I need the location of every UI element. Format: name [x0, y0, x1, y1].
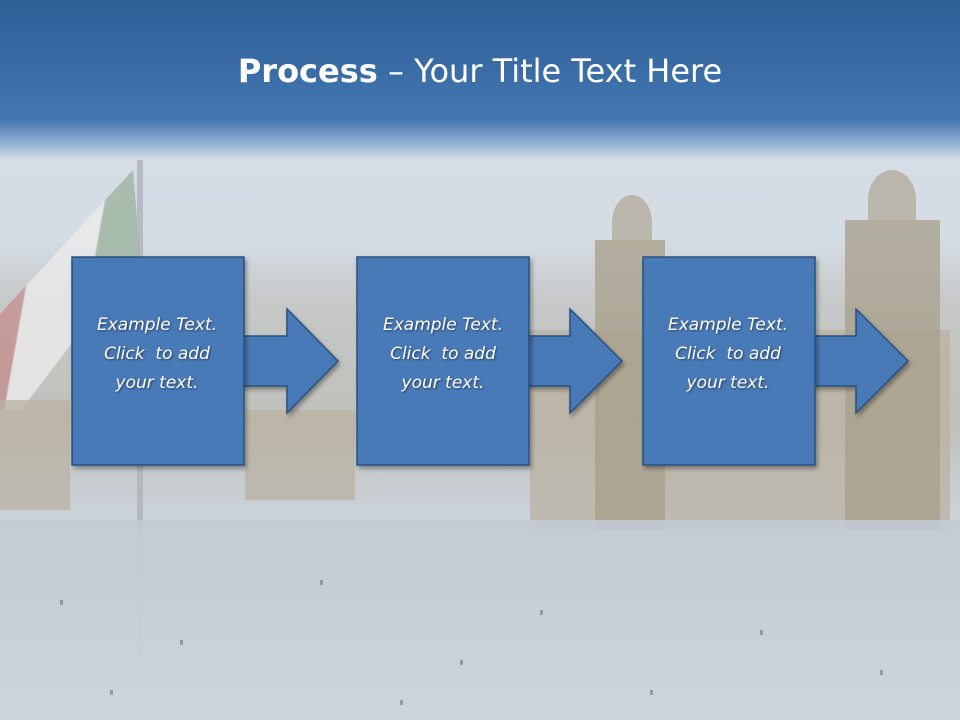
step-2-arrow[interactable] — [527, 307, 624, 415]
person — [460, 660, 463, 665]
step-2-box[interactable] — [356, 256, 530, 466]
person — [320, 580, 323, 585]
person — [180, 640, 183, 645]
step-1-line-2: Click to add — [104, 344, 210, 364]
step-3-arrow[interactable] — [813, 307, 910, 415]
step-1-line-3: your text. — [115, 373, 199, 393]
person — [110, 690, 113, 695]
step-1-line-1: Example Text. — [96, 315, 218, 335]
step-2-line-1: Example Text. — [382, 315, 504, 335]
title-rest-text: – Your Title Text Here — [377, 52, 723, 90]
step-2-line-3: your text. — [401, 373, 485, 393]
step-1-text[interactable]: Example Text. Click to add your text. — [70, 311, 244, 398]
slide-title[interactable]: Process – Your Title Text Here — [0, 52, 960, 90]
step-2-line-2: Click to add — [390, 344, 496, 364]
step-1-box[interactable] — [71, 256, 245, 466]
person — [650, 690, 653, 695]
step-3-line-3: your text. — [686, 373, 770, 393]
person — [760, 630, 763, 635]
title-bar — [0, 0, 960, 160]
step-1-arrow[interactable] — [242, 307, 340, 415]
left-building — [0, 400, 70, 510]
right-tower-dome — [868, 170, 916, 230]
step-3-line-2: Click to add — [675, 344, 781, 364]
title-bold-text: Process — [237, 52, 378, 90]
middle-building — [245, 410, 355, 500]
step-3-line-1: Example Text. — [667, 315, 789, 335]
left-tower-dome — [612, 195, 652, 250]
person — [880, 670, 883, 675]
person — [540, 610, 543, 615]
step-2-text[interactable]: Example Text. Click to add your text. — [356, 311, 530, 398]
step-3-box[interactable] — [642, 256, 816, 466]
step-3-text[interactable]: Example Text. Click to add your text. — [641, 311, 815, 398]
plaza — [0, 520, 960, 720]
person — [400, 700, 403, 705]
person — [60, 600, 63, 605]
